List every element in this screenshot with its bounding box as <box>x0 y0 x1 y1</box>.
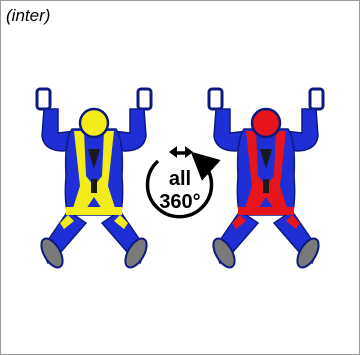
rotation-label-360: 360° <box>159 191 200 213</box>
torso <box>237 129 294 215</box>
leg-straps <box>238 207 294 215</box>
helmet <box>252 109 280 137</box>
helmet <box>80 109 108 137</box>
right-hand-grip-icon <box>310 89 323 109</box>
skydiver-right-figure <box>209 89 323 271</box>
leg-straps <box>66 207 122 215</box>
right-hand-grip-icon <box>138 89 151 109</box>
skydiver-left-figure <box>37 89 151 271</box>
center-strap <box>263 179 269 193</box>
arrow-right-head-icon <box>185 146 193 158</box>
torso <box>65 129 122 215</box>
left-hand-grip-icon <box>209 89 222 109</box>
rotation-label-all: all <box>169 168 191 190</box>
rotation-360-icon: all 360° <box>148 146 212 217</box>
left-hand-grip-icon <box>37 89 50 109</box>
arrow-left-head-icon <box>169 146 177 158</box>
center-strap <box>91 179 97 193</box>
